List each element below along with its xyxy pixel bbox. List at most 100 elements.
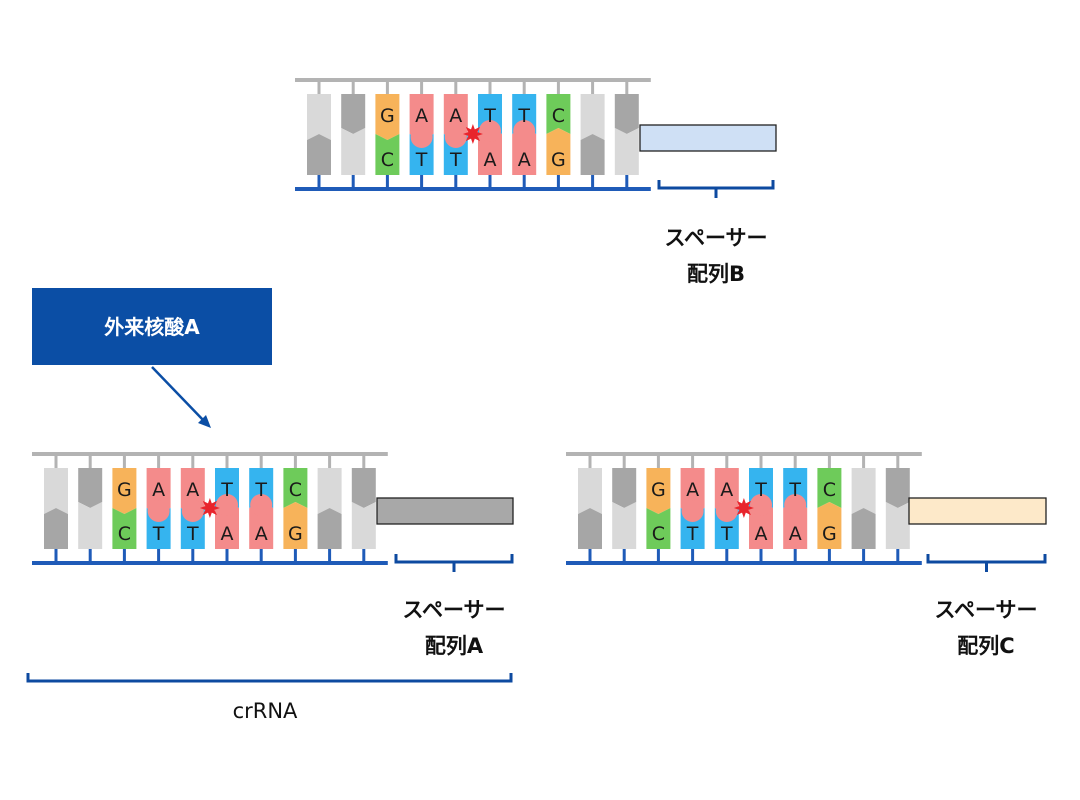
bottom-connector [622, 549, 626, 561]
bottom-connector [54, 549, 58, 561]
base-letter-top: A [186, 479, 199, 501]
spacer-bracket [394, 554, 514, 572]
base-letter-top: T [754, 479, 767, 501]
base-letter-top: C [552, 105, 565, 127]
base-bulge [750, 494, 772, 516]
spacer-box [376, 497, 514, 525]
spacer-box [908, 497, 1047, 525]
bottom-connector [522, 175, 526, 187]
base-letter-top: T [788, 479, 801, 501]
bottom-connector [259, 549, 263, 561]
base-letter-bottom: T [415, 149, 428, 171]
top-connector [191, 456, 195, 468]
top-connector [522, 82, 526, 94]
repeat-segment-bottom [578, 508, 602, 549]
repeat-segment-top [578, 468, 602, 514]
bottom-connector [556, 175, 560, 187]
bottom-connector [362, 549, 366, 561]
repeat-segment-top [44, 468, 68, 514]
base-letter-bottom: T [720, 523, 733, 545]
base-letter-top: T [220, 479, 233, 501]
bottom-connector [385, 175, 389, 187]
crrna-bracket-line [26, 673, 513, 683]
base-bottom-c [112, 508, 137, 549]
base-letter-bottom: G [551, 149, 566, 171]
top-connector [454, 82, 458, 94]
base-bottom-c [646, 508, 671, 549]
base-bulge [784, 494, 807, 516]
repeat-segment-top [351, 468, 376, 508]
base-bulge [681, 500, 704, 522]
bottom-connector [862, 549, 866, 561]
spacer-a-label-line1: スペーサー [402, 598, 505, 622]
top-connector [362, 456, 366, 468]
callout-arrowhead [198, 415, 211, 428]
spacer-b-label-line1: スペーサー [664, 226, 767, 250]
spacer-c-label-line1: スペーサー [934, 598, 1037, 622]
backbone-bottom [566, 561, 922, 565]
callout: 外来核酸A [32, 288, 272, 428]
callout-box [32, 288, 272, 365]
bottom-connector [656, 549, 660, 561]
repeat-segment-top [851, 468, 876, 514]
base-letter-bottom: T [686, 523, 699, 545]
repeat-segment-bottom [885, 502, 910, 549]
spacer-b-label-line2: 配列B [687, 262, 745, 286]
bottom-connector [625, 175, 629, 187]
base-top-g [112, 468, 137, 514]
spacer-a-label-line2: 配列A [425, 634, 484, 658]
top-connector [622, 456, 626, 468]
base-letter-bottom: T [152, 523, 165, 545]
bottom-connector [225, 549, 229, 561]
spacer-bracket [657, 180, 775, 198]
base-letter-bottom: T [186, 523, 199, 545]
top-connector [625, 82, 629, 94]
base-letter-top: G [651, 479, 666, 501]
cut-site-star [733, 498, 754, 518]
repeat-segment-top [78, 468, 103, 508]
top-connector [691, 456, 695, 468]
repeat-segment-top [341, 94, 366, 134]
bottom-connector [328, 549, 332, 561]
base-letter-bottom: A [255, 523, 268, 545]
bottom-connector [351, 175, 355, 187]
bottom-connector [88, 549, 92, 561]
repeat-segment-top [614, 94, 639, 134]
top-connector [385, 82, 389, 94]
base-top-c [817, 468, 842, 508]
bottom-connector [488, 175, 492, 187]
top-connector [420, 82, 424, 94]
top-connector [862, 456, 866, 468]
repeat-segment-bottom [351, 502, 376, 549]
spacer-c-label-line2: 配列C [957, 634, 1014, 658]
repeat-segment-bottom [317, 508, 342, 549]
base-letter-top: A [720, 479, 733, 501]
repeat-segment-top [885, 468, 910, 508]
repeat-segment-top [580, 94, 605, 140]
bottom-connector [293, 549, 297, 561]
repeat-segment-bottom [78, 502, 103, 549]
base-letter-bottom: A [221, 523, 234, 545]
top-connector [725, 456, 729, 468]
repeat-segment-bottom [612, 502, 637, 549]
bottom-connector [591, 175, 595, 187]
top-connector [793, 456, 797, 468]
base-bulge [181, 500, 204, 522]
top-connector [556, 82, 560, 94]
top-connector [588, 456, 592, 468]
top-connector [351, 82, 355, 94]
repeat-segment-top [307, 94, 331, 140]
top-connector [122, 456, 126, 468]
bottom-connector [691, 549, 695, 561]
base-bulge [216, 494, 238, 516]
base-bulge [715, 500, 738, 522]
base-top-c [546, 94, 571, 134]
base-letter-bottom: A [484, 149, 497, 171]
top-connector [54, 456, 58, 468]
backbone-bottom [295, 187, 651, 191]
top-connector [591, 82, 595, 94]
